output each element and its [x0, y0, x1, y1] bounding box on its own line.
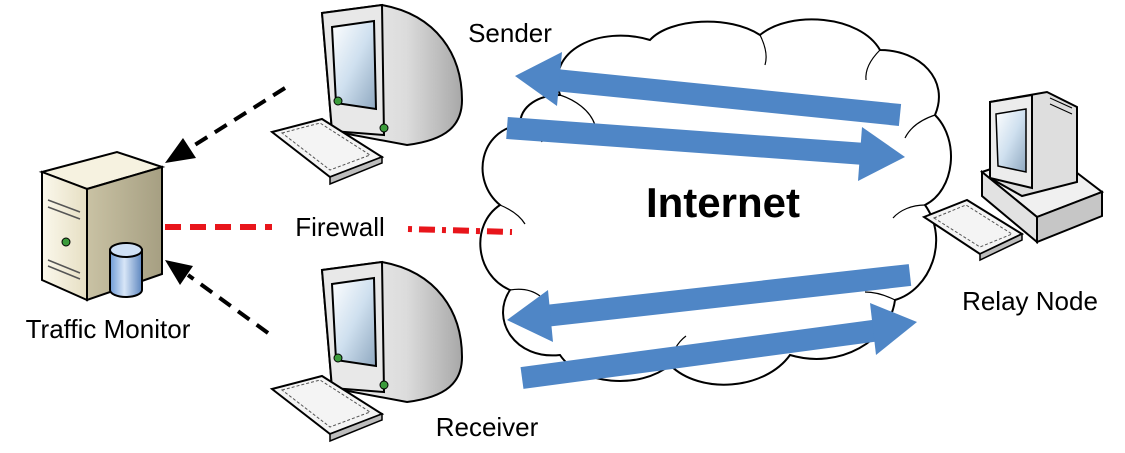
- traffic-monitor-label: Traffic Monitor: [26, 314, 191, 344]
- dashed-arrow-sender-to-monitor: [188, 86, 287, 150]
- sender-computer-icon: [269, 3, 464, 186]
- relay-node-label: Relay Node: [962, 286, 1098, 316]
- receiver-label: Receiver: [436, 412, 539, 442]
- dashed-arrow-receiver-to-monitor: [186, 273, 270, 335]
- arrow-relay-to-receiver: [507, 264, 912, 342]
- flow-arrows: [506, 52, 917, 389]
- arrow-receiver-to-relay: [520, 303, 917, 389]
- receiver-computer-icon: [269, 260, 464, 443]
- arrow-sender-to-relay: [506, 117, 905, 181]
- sender-label: Sender: [468, 18, 552, 48]
- firewall-line: [165, 224, 513, 235]
- relay-tower-computer-icon: [921, 90, 1105, 262]
- arrow-relay-to-sender: [515, 52, 902, 126]
- internet-label: Internet: [646, 179, 800, 226]
- firewall-label: Firewall: [295, 212, 385, 242]
- traffic-monitor-server-icon: [38, 150, 166, 302]
- monitor-arrows: [165, 86, 287, 335]
- database-icon: [109, 242, 143, 298]
